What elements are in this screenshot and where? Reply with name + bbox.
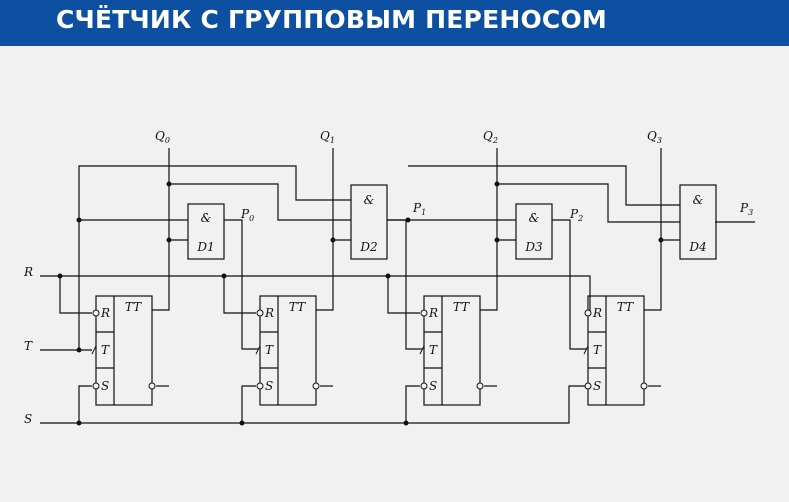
trigger-3: TT R T S (419, 295, 484, 406)
wire-p1-d4-a (408, 165, 680, 206)
output-label-q1: Q1 (320, 129, 335, 145)
trigger-4-type: TT (617, 300, 634, 314)
trigger-2-pin-s: S (265, 379, 273, 393)
wire-s-bus (40, 385, 586, 424)
d2-label: D2 (359, 240, 377, 254)
wire-r-t1 (59, 276, 92, 314)
wire-q2 (480, 148, 498, 311)
trigger-2: TT R T S (255, 295, 320, 406)
input-label-r: R (23, 265, 33, 279)
trigger-2-type: TT (289, 300, 306, 314)
trigger-1-type: TT (125, 300, 142, 314)
d2-symbol: & (364, 193, 375, 207)
wire-q0-d2 (169, 183, 351, 221)
trigger-2-pin-r: R (264, 306, 274, 320)
trigger-1: TT R T S (91, 295, 156, 406)
d4-label: D4 (688, 240, 706, 254)
and-gate-d3: & D3 (515, 203, 553, 260)
trigger-2-pin-t: T (265, 343, 274, 357)
carry-label-p1: P1 (412, 201, 426, 217)
trigger-3-pin-s: S (429, 379, 437, 393)
and-gate-d2: & D2 (350, 184, 388, 260)
trigger-4-pin-r: R (592, 306, 602, 320)
carry-label-p3: P3 (739, 201, 753, 217)
carry-label-p2: P2 (569, 207, 583, 223)
d1-symbol: & (201, 211, 212, 225)
wire-q2-d4 (497, 183, 680, 223)
carry-label-p0: P0 (240, 207, 254, 223)
junctions (57, 181, 664, 426)
output-label-q0: Q0 (155, 129, 170, 145)
d4-symbol: & (693, 193, 704, 207)
d3-label: D3 (524, 240, 543, 254)
trigger-3-pin-t: T (429, 343, 438, 357)
trigger-4-pin-t: T (593, 343, 602, 357)
trigger-3-type: TT (453, 300, 470, 314)
trigger-1-pin-s: S (101, 379, 109, 393)
trigger-3-pin-r: R (428, 306, 438, 320)
wire-p1 (387, 219, 422, 350)
wire-q0 (152, 148, 170, 311)
wire-q1 (316, 148, 334, 311)
d3-symbol: & (529, 211, 540, 225)
input-label-s: S (24, 412, 32, 426)
wire-s-t3 (405, 385, 420, 423)
wire-t-bus-d2 (78, 165, 351, 350)
page-title: СЧЁТЧИК С ГРУППОВЫМ ПЕРЕНОСОМ (56, 5, 608, 34)
wires (40, 148, 755, 424)
trigger-1-pin-t: T (101, 343, 110, 357)
wire-s-t2 (241, 385, 256, 423)
output-label-q3: Q3 (647, 129, 662, 145)
diagram-area: & D1 & D2 & D3 & D4 TT R T S (0, 46, 789, 498)
title-bar: СЧЁТЧИК С ГРУППОВЫМ ПЕРЕНОСОМ (0, 0, 789, 46)
d1-label: D1 (196, 240, 214, 254)
wire-s-t1 (78, 385, 92, 423)
wire-r-t2 (223, 276, 256, 314)
wire-r-bus (40, 275, 591, 314)
trigger-4: TT R T S (583, 295, 648, 406)
counter-circuit-diagram: & D1 & D2 & D3 & D4 TT R T S (23, 129, 755, 426)
and-gate-d4: & D4 (679, 184, 717, 260)
wire-p2 (552, 219, 586, 350)
input-label-t: T (24, 339, 33, 353)
trigger-4-pin-s: S (593, 379, 601, 393)
wire-q3 (644, 148, 662, 311)
output-label-q2: Q2 (483, 129, 498, 145)
and-gate-d1: & D1 (187, 203, 225, 260)
wire-p0 (224, 219, 258, 350)
trigger-1-pin-r: R (100, 306, 110, 320)
wire-r-t3 (387, 276, 420, 314)
